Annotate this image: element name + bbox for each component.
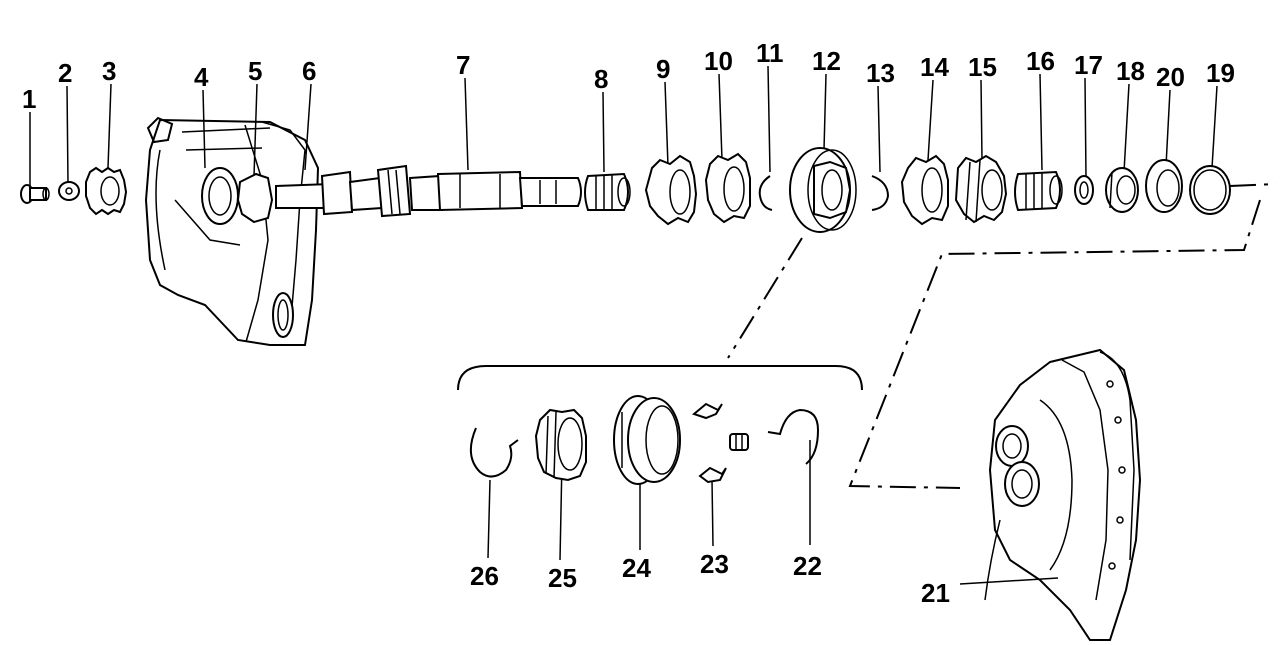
label-25: 25	[548, 563, 577, 593]
label-4: 4	[194, 62, 209, 92]
gear-part-15	[954, 154, 1008, 224]
label-15: 15	[968, 52, 997, 82]
snap-ring-part-11	[758, 175, 773, 211]
label-22: 22	[793, 551, 822, 581]
label-23: 23	[700, 549, 729, 579]
synchro-ring-part-14	[900, 154, 949, 226]
washer-part-17	[1074, 175, 1094, 205]
hub-gear-part-25	[534, 408, 587, 482]
snap-ring-part-13	[871, 175, 890, 211]
label-13: 13	[866, 58, 895, 88]
main-shaft-part-7	[236, 164, 582, 224]
gear-part-9	[644, 154, 698, 226]
synchro-hub-part-12	[789, 147, 857, 233]
bolt-part-1	[20, 184, 50, 204]
snap-ring-part-26	[469, 427, 519, 478]
label-7: 7	[456, 50, 470, 80]
label-18: 18	[1116, 56, 1145, 86]
washer-part-2	[58, 181, 80, 201]
shim-part-19	[1189, 165, 1231, 215]
assembly-brace	[457, 365, 863, 391]
label-20: 20	[1156, 62, 1185, 92]
label-5: 5	[248, 56, 262, 86]
label-16: 16	[1026, 46, 1055, 76]
label-3: 3	[102, 56, 116, 86]
right-transmission-case-part-21	[984, 348, 1142, 641]
label-24: 24	[622, 553, 651, 583]
label-17: 17	[1074, 50, 1103, 80]
label-10: 10	[704, 46, 733, 76]
shifting-key-spring-part-23	[691, 402, 749, 484]
label-14: 14	[920, 52, 949, 82]
needle-bearing-part-8	[584, 172, 631, 211]
label-11: 11	[756, 38, 784, 68]
part-labels: 1 2 3 4 5 6 7 8 9 10 11 12 13 14 15 16 1…	[22, 38, 1235, 608]
label-12: 12	[812, 46, 841, 76]
needle-bearing-part-16	[1014, 170, 1063, 212]
sleeve-part-24	[613, 395, 681, 485]
label-21: 21	[921, 578, 950, 608]
label-9: 9	[656, 54, 670, 84]
label-26: 26	[470, 561, 499, 591]
bearing-part-18	[1105, 167, 1139, 213]
label-8: 8	[594, 64, 608, 94]
label-2: 2	[58, 58, 72, 88]
label-1: 1	[22, 84, 36, 114]
snap-ring-part-22	[767, 408, 820, 465]
bearing-race-part-20	[1145, 159, 1183, 213]
label-19: 19	[1206, 58, 1235, 88]
synchro-ring-part-10	[704, 152, 751, 224]
center-lines	[727, 183, 1277, 489]
gear-part-3	[85, 166, 128, 216]
leader-lines	[29, 65, 1218, 585]
label-6: 6	[302, 56, 316, 86]
left-transmission-case	[144, 116, 320, 346]
